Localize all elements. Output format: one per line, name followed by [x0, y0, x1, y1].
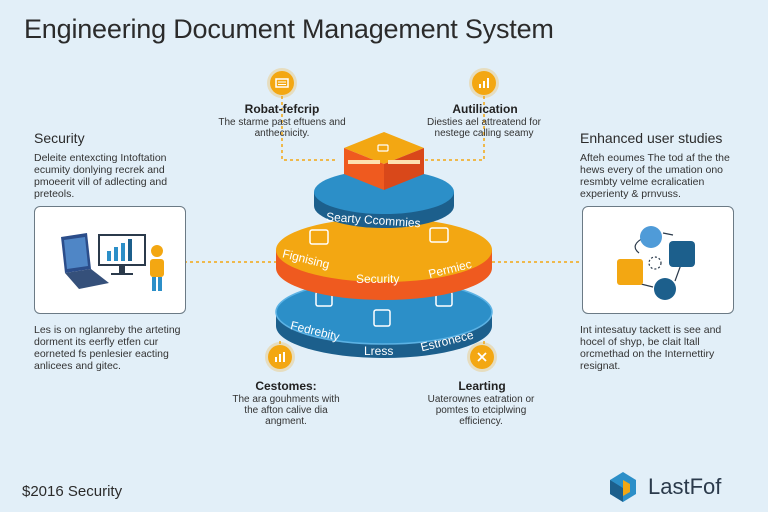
layered-stack-diagram	[275, 132, 493, 358]
bottom-tier	[275, 279, 493, 358]
right-section-heading: Enhanced user studies	[580, 130, 723, 146]
bar-chart-icon	[268, 345, 292, 369]
callout-bottom-right-title: Learting	[458, 379, 506, 393]
cube-block	[344, 132, 424, 190]
left-section-footer: Les is on nglanreby the arteting dorment…	[34, 324, 181, 372]
callout-bottom-left-title: Cestomes:	[255, 379, 317, 393]
brand-name: LastFof	[648, 474, 722, 499]
middle-tier-label-center: Security	[356, 272, 400, 286]
bottom-tier-label-center: Lress	[364, 344, 394, 358]
left-section-intro: Deleite entexcting Intoftation ecumity d…	[34, 152, 168, 200]
callout-top-right-title: Autilication	[452, 102, 518, 116]
callout-top-left-text: The starme past eftuens and anthecnicity…	[218, 117, 346, 139]
left-illustration-panel	[34, 206, 186, 314]
callout-bottom-left-text: The ara gouhments with the afton calive …	[232, 394, 340, 427]
footer-text: $2016 Security	[22, 483, 123, 500]
chart-icon	[472, 71, 496, 95]
close-x-icon	[470, 345, 494, 369]
document-icon	[270, 71, 294, 95]
right-section-footer: Int intesatuy tackett is see and hocel o…	[580, 324, 722, 372]
page-title: Engineering Document Management System	[24, 14, 554, 44]
top-tier	[314, 170, 454, 228]
brand-logo-icon	[610, 472, 636, 502]
left-section-heading: Security	[34, 130, 85, 146]
network-collaboration-illustration	[617, 226, 695, 300]
callout-bottom-right-text: Uaterownes eatration or pomtes to etcipl…	[427, 394, 535, 427]
middle-tier	[276, 218, 492, 300]
callout-top-left-title: Robat-fefcrip	[244, 102, 320, 116]
laptop-analytics-illustration	[61, 233, 164, 291]
callout-top-right-text: Diesties ael attreatend for nestege call…	[427, 117, 541, 139]
right-illustration-panel	[582, 206, 734, 314]
right-section-intro: Afteh eoumes The tod af the the hews eve…	[580, 152, 730, 200]
